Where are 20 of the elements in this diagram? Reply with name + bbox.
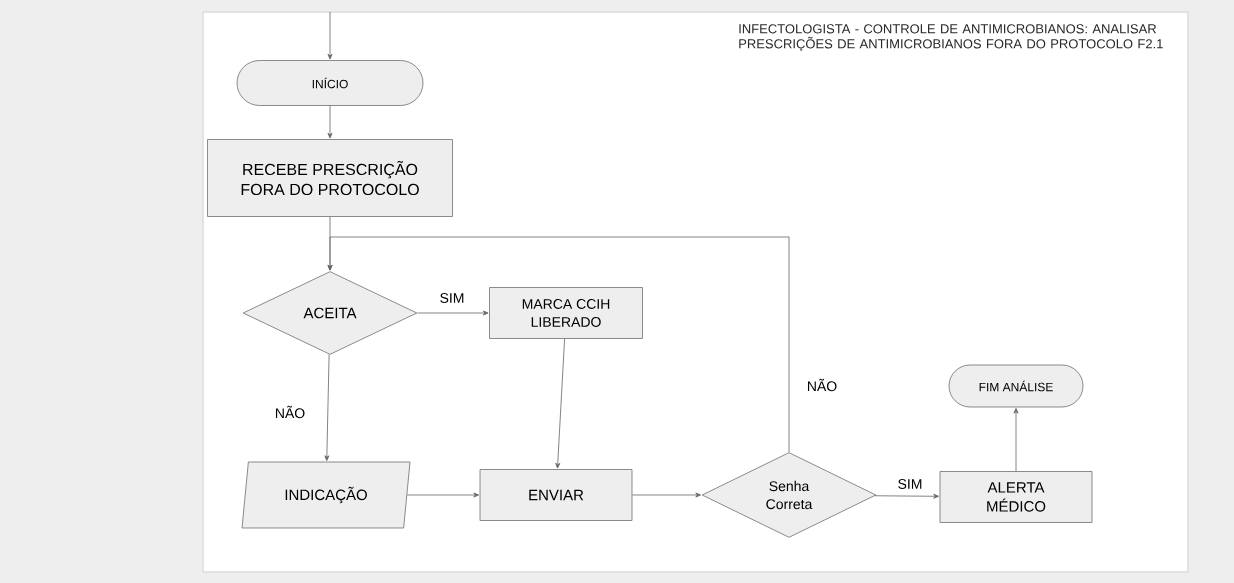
start-terminal: INÍCIO [236, 60, 424, 106]
arrow [327, 236, 790, 453]
input-parallelogram: INDICAÇÃO [241, 461, 411, 529]
process-box: RECEBE PRESCRIÇÃO FORA DO PROTOCOLO [207, 139, 453, 217]
arrow [406, 492, 479, 498]
title: INFECTOLOGISTA - CONTROLE DE ANTIMICROBIANOS: ANALISAR PRESCRIÇÕES DE ANTIMICROBIANOS FORA DO PROTOCOLO F2.1 [739, 24, 1163, 52]
arrow [327, 105, 333, 139]
arrow [1013, 408, 1019, 472]
arrow [417, 310, 489, 316]
arrow [555, 338, 565, 469]
edge-label: SIM [896, 478, 924, 490]
arrow [327, 11, 333, 60]
process-box: ALERTA MÉDICO [939, 471, 1093, 523]
edge-label: SIM [438, 292, 466, 304]
process-box: ENVIAR [479, 469, 633, 521]
arrow [632, 492, 701, 498]
end-terminal: FIM ANÁLISE [948, 364, 1084, 408]
process-box: MARCA CCIH LIBERADO [489, 287, 643, 339]
arrow [324, 354, 330, 461]
arrow [874, 493, 939, 499]
